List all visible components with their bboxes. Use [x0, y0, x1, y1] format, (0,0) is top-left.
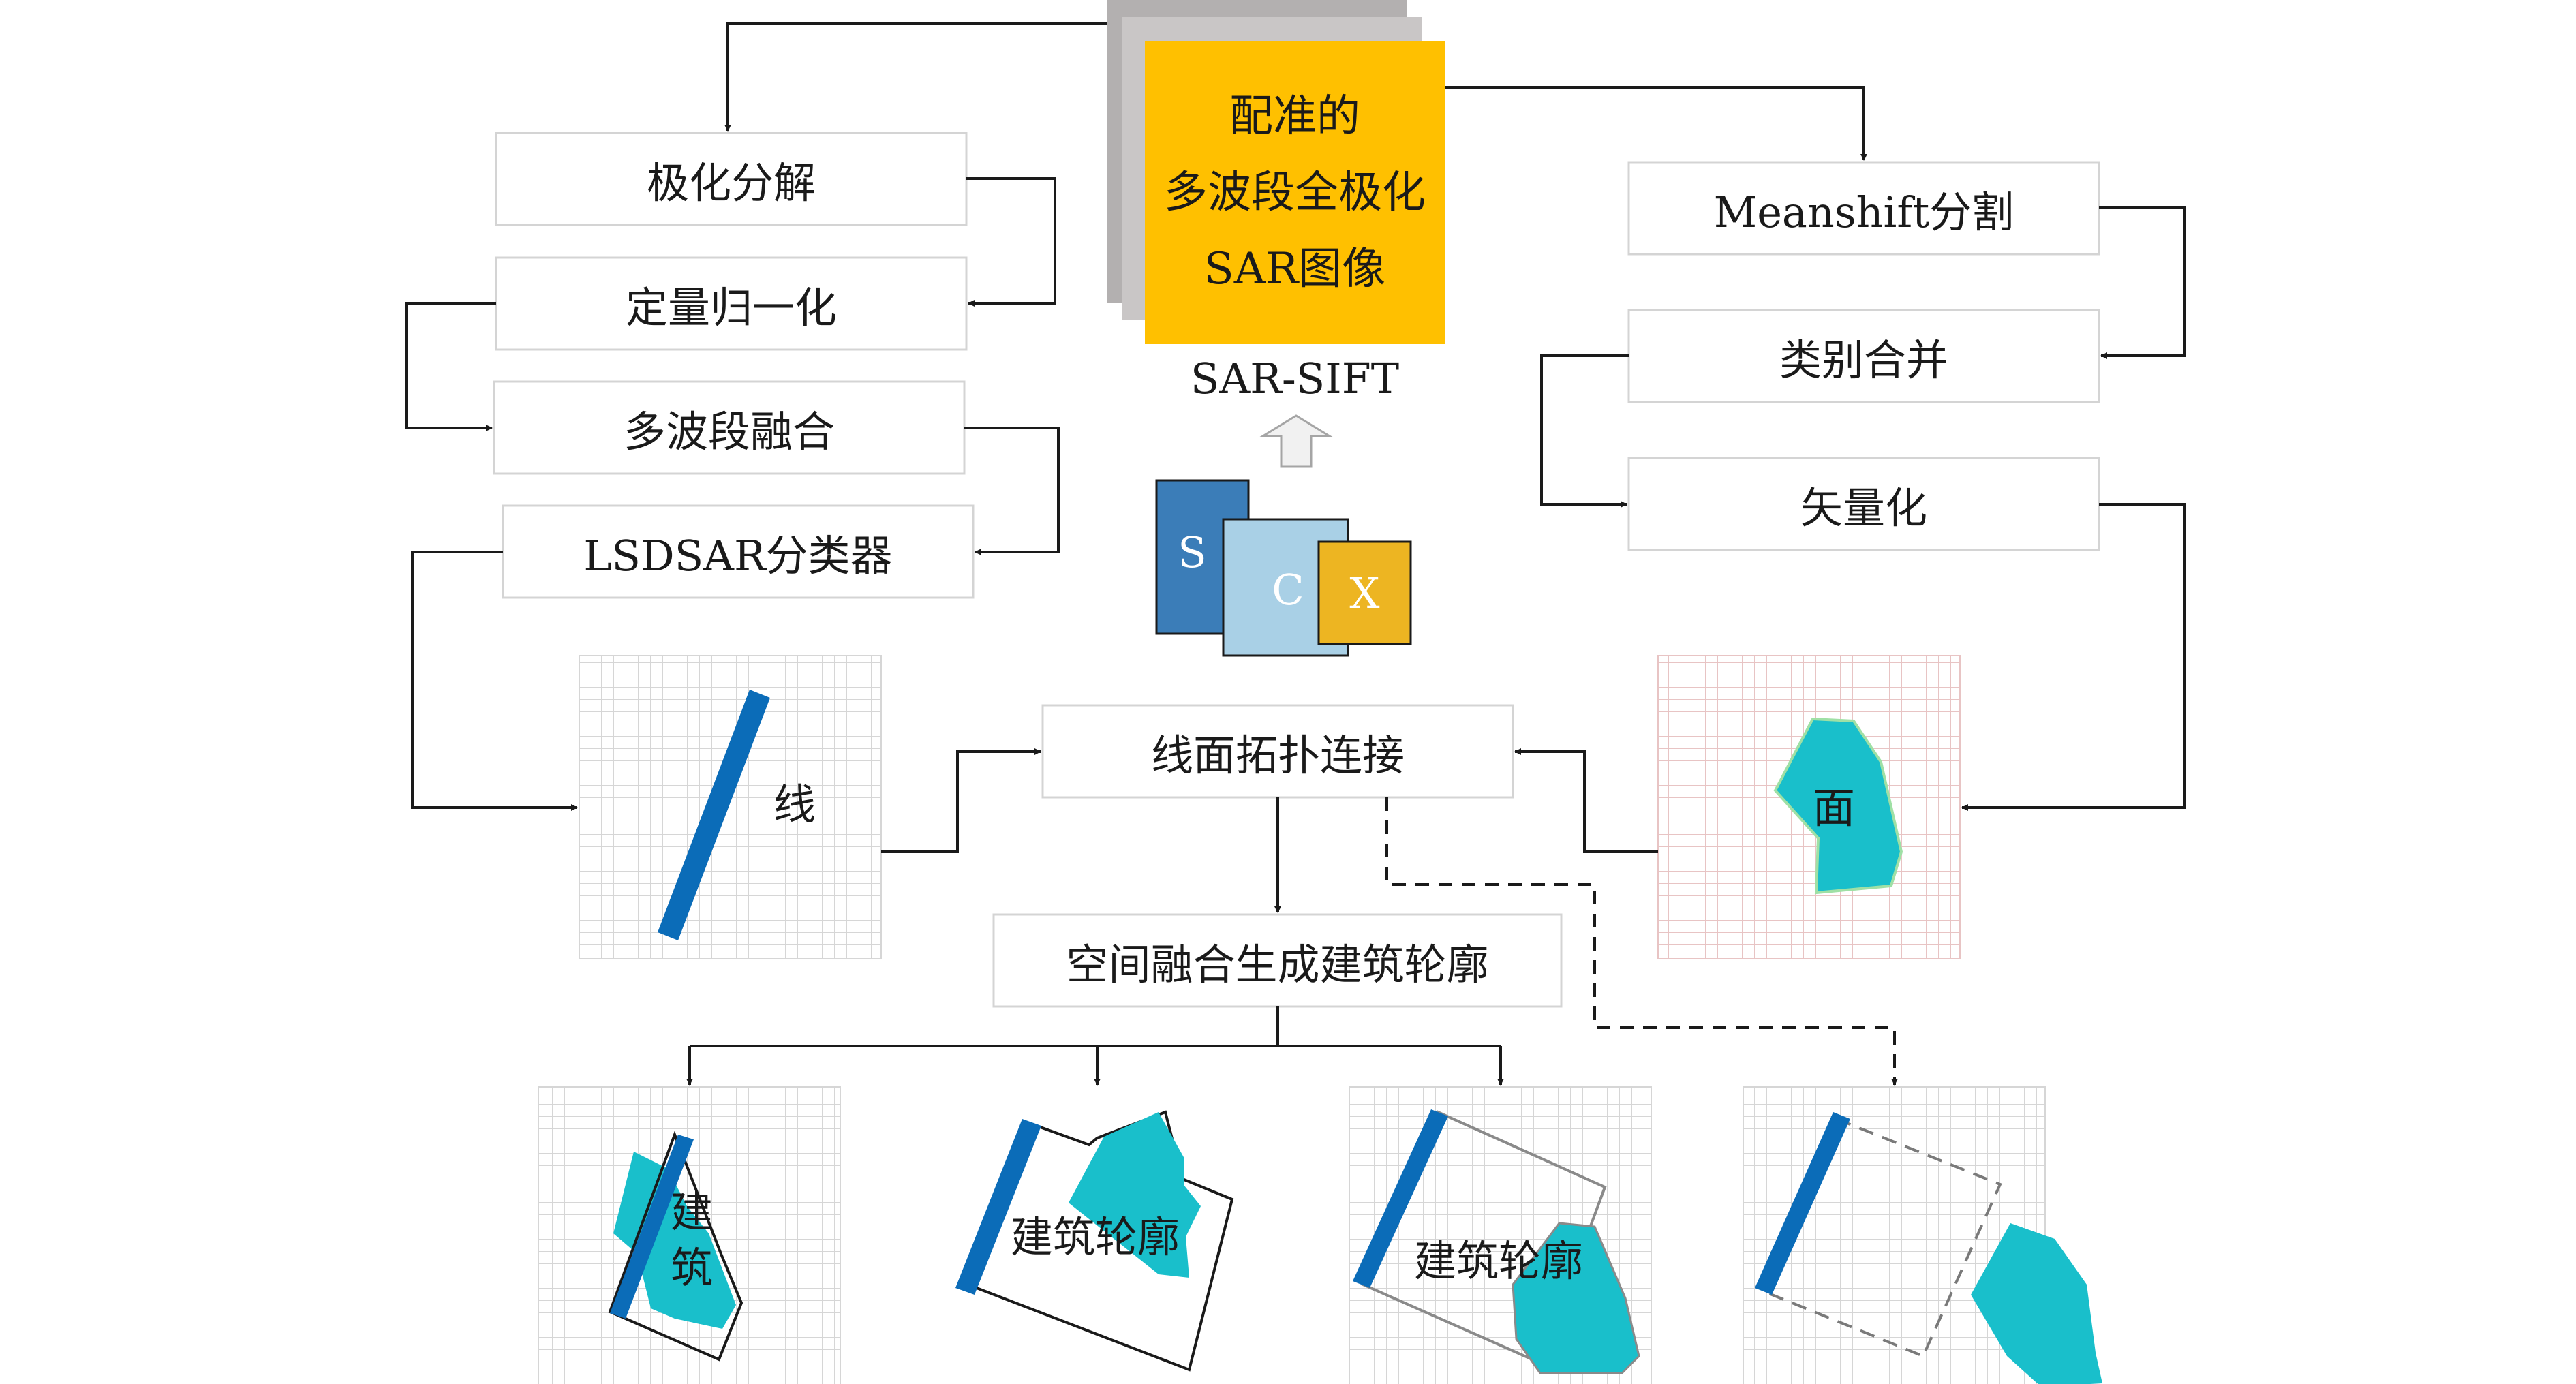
up-arrow-icon [1259, 414, 1334, 468]
source-image-stack [1107, 0, 1445, 344]
area-grid-panel [1657, 655, 1961, 959]
normalize-box [495, 256, 968, 351]
connectors [405, 22, 2186, 1086]
result1-area-icon [613, 1152, 736, 1329]
result3-line-icon [1353, 1109, 1448, 1288]
result-panel-4 [1743, 1086, 2102, 1384]
result2-area-icon [1069, 1112, 1201, 1278]
result3-area-icon [1512, 1222, 1640, 1374]
line-grid-panel [579, 655, 882, 959]
result-panel-3 [1349, 1086, 1652, 1384]
result-panel-2 [955, 1110, 1234, 1372]
lsdsar-box [502, 504, 975, 599]
result4-area-icon [1971, 1223, 2102, 1384]
band-fusion-box [493, 380, 966, 475]
result1-line-icon [610, 1135, 694, 1319]
line-segment-icon [658, 690, 770, 940]
spatial-fusion-box [992, 913, 1563, 1008]
band-x-rect [1317, 540, 1412, 645]
vectorize-box [1627, 457, 2100, 551]
line-grid [579, 655, 882, 959]
source-image-box [1145, 41, 1445, 344]
result4-line-icon [1755, 1112, 1850, 1295]
polar-decomp-box [495, 132, 968, 226]
meanshift-box [1627, 161, 2100, 256]
topology-box [1041, 704, 1514, 799]
result-panel-1 [538, 1086, 841, 1384]
band-stack [1155, 479, 1412, 657]
result2-line-icon [955, 1119, 1041, 1295]
area-polygon-icon [1773, 717, 1903, 895]
result1-outline [608, 1131, 743, 1362]
class-merge-box [1627, 309, 2100, 403]
